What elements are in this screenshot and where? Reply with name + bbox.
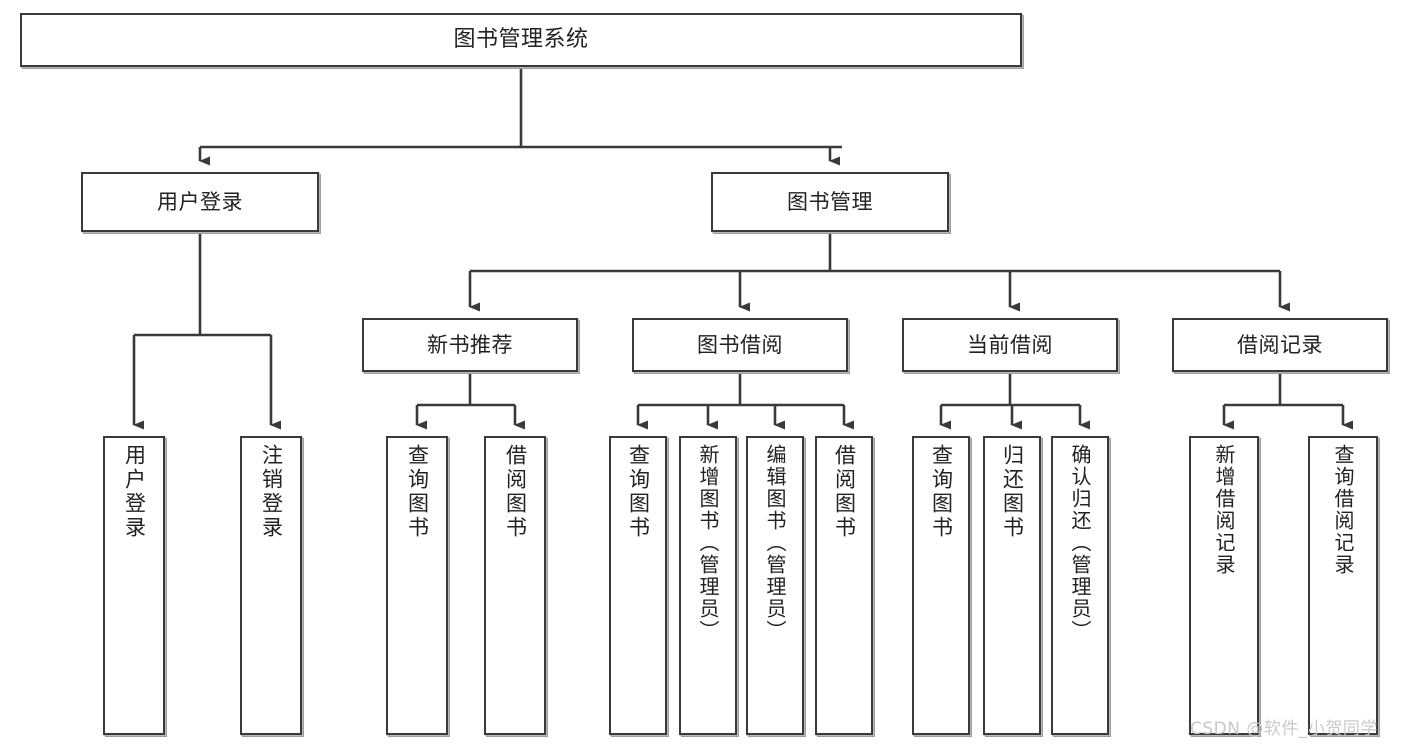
node-borrow-record[interactable]: 借阅记录 — [1172, 318, 1388, 372]
leaf-borrow-book-recommend-label: 借阅图书 — [503, 444, 528, 540]
leaf-add-borrow-record-label: 新增借阅记录 — [1212, 444, 1236, 576]
leaf-logout[interactable]: 注销登录 — [240, 436, 302, 735]
leaf-add-book-admin[interactable]: 新增图书（管理员） — [679, 436, 737, 735]
leaf-user-login-label: 用户登录 — [122, 444, 147, 540]
leaf-edit-book-admin-label: 编辑图书（管理员） — [763, 444, 787, 642]
node-root[interactable]: 图书管理系统 — [20, 13, 1022, 67]
node-root-label: 图书管理系统 — [453, 27, 589, 53]
node-new-book-recommend-label: 新书推荐 — [427, 332, 513, 357]
node-current-borrow[interactable]: 当前借阅 — [902, 318, 1118, 372]
csdn-watermark: CSDN @软件_小贺同学 — [1190, 719, 1378, 739]
node-user-login-label: 用户登录 — [157, 189, 243, 214]
leaf-borrow-book-label: 借阅图书 — [832, 444, 857, 540]
leaf-query-book-current-label: 查询图书 — [929, 444, 954, 540]
node-user-login[interactable]: 用户登录 — [81, 172, 319, 232]
node-borrow-record-label: 借阅记录 — [1237, 332, 1323, 357]
leaf-query-book-recommend-label: 查询图书 — [405, 444, 430, 540]
leaf-query-borrow-record[interactable]: 查询借阅记录 — [1308, 436, 1378, 735]
leaf-add-borrow-record[interactable]: 新增借阅记录 — [1189, 436, 1259, 735]
leaf-borrow-book[interactable]: 借阅图书 — [815, 436, 873, 735]
leaf-add-book-admin-label: 新增图书（管理员） — [696, 444, 720, 642]
node-book-management-label: 图书管理 — [787, 189, 873, 214]
leaf-query-book-borrow-label: 查询图书 — [626, 444, 651, 540]
leaf-confirm-return-admin[interactable]: 确认归还（管理员） — [1051, 436, 1109, 735]
node-new-book-recommend[interactable]: 新书推荐 — [362, 318, 578, 372]
leaf-return-book-label: 归还图书 — [1000, 444, 1025, 540]
node-book-borrow-label: 图书借阅 — [697, 332, 783, 357]
node-book-management[interactable]: 图书管理 — [711, 172, 949, 232]
leaf-return-book[interactable]: 归还图书 — [983, 436, 1041, 735]
leaf-user-login[interactable]: 用户登录 — [103, 436, 165, 735]
leaf-logout-label: 注销登录 — [259, 444, 284, 540]
leaf-query-book-current[interactable]: 查询图书 — [912, 436, 970, 735]
leaf-edit-book-admin[interactable]: 编辑图书（管理员） — [746, 436, 804, 735]
leaf-query-borrow-record-label: 查询借阅记录 — [1331, 444, 1355, 576]
node-current-borrow-label: 当前借阅 — [967, 332, 1053, 357]
leaf-borrow-book-recommend[interactable]: 借阅图书 — [484, 436, 546, 735]
leaf-confirm-return-admin-label: 确认归还（管理员） — [1068, 444, 1092, 642]
leaf-query-book-recommend[interactable]: 查询图书 — [386, 436, 448, 735]
leaf-query-book-borrow[interactable]: 查询图书 — [609, 436, 667, 735]
node-book-borrow[interactable]: 图书借阅 — [632, 318, 848, 372]
